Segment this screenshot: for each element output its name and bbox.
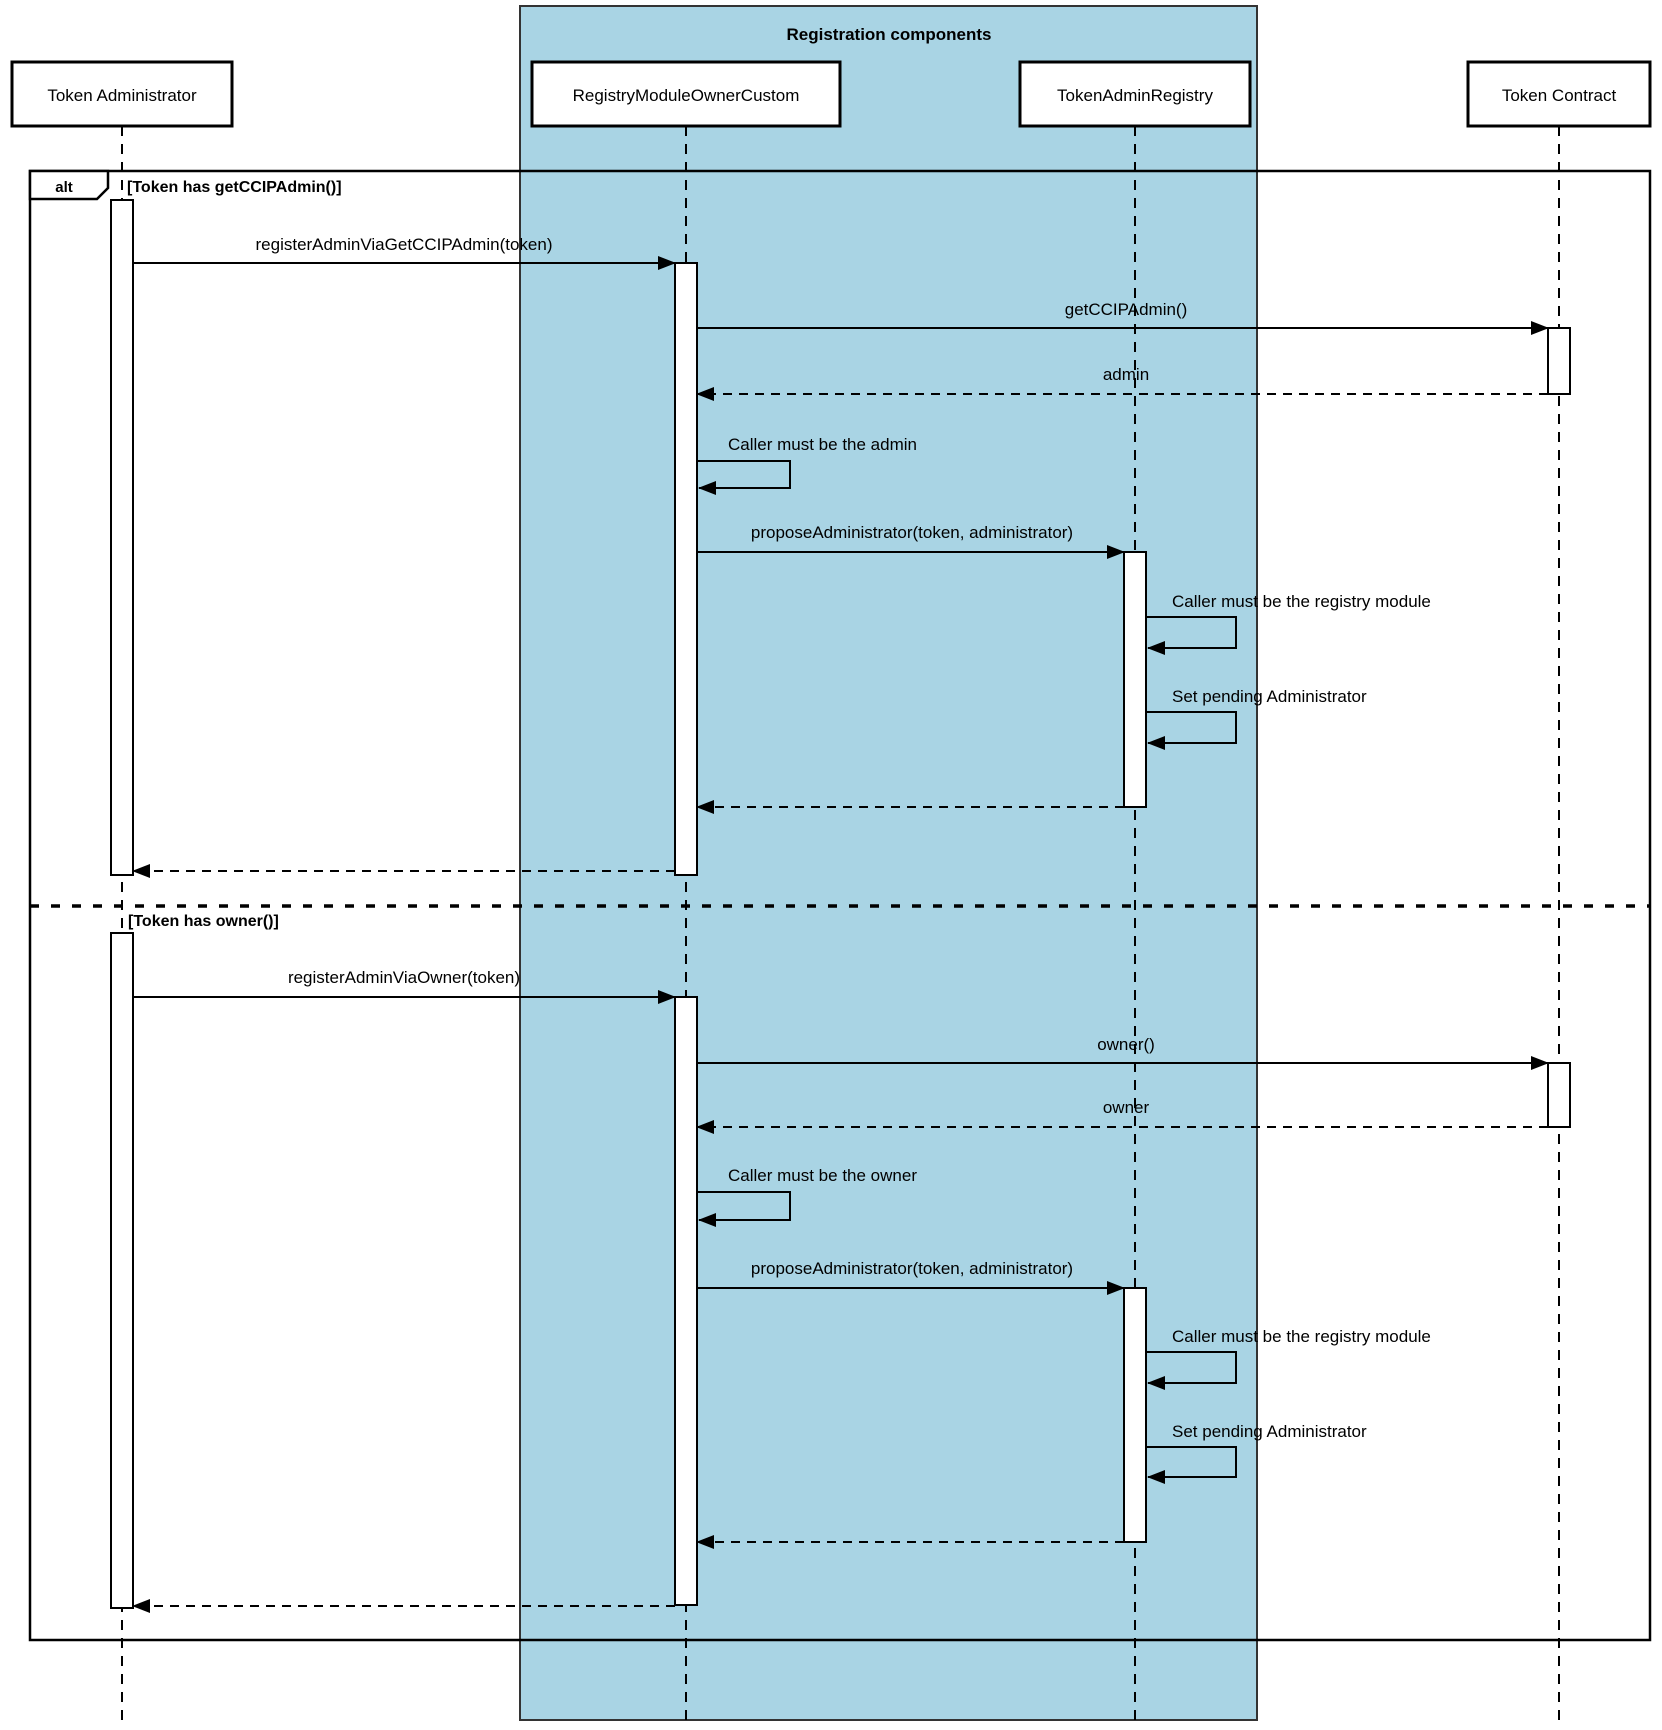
message-propose-administrator-1: proposeAdministrator(token, administrato… [697,523,1125,559]
message-label: owner() [1097,1035,1155,1054]
participant-box [530,60,842,128]
participant-box [10,60,234,128]
message-label: registerAdminViaGetCCIPAdmin(token) [256,235,553,254]
participant-label: TokenAdminRegistry [1057,86,1213,105]
activation-token-administrator-2 [110,932,134,1609]
self-message-set-pending-administrator-1: Set pending Administrator [1146,687,1367,750]
message-label: proposeAdministrator(token, administrato… [751,1259,1073,1278]
guard-token-has-owner: [Token has owner()] [128,913,279,930]
self-message-label: Caller must be the registry module [1172,1327,1431,1346]
alt-operator-label: alt [55,179,73,196]
activation-token-administrator-1 [110,199,134,876]
self-message-label: Caller must be the owner [728,1166,917,1185]
participant-label: Token Administrator [47,86,197,105]
message-register-admin-via-owner: registerAdminViaOwner(token) [133,968,676,1004]
self-message-caller-must-be-registry-module-1: Caller must be the registry module [1146,592,1431,655]
participant-label: RegistryModuleOwnerCustom [573,86,800,105]
participant-label: Token Contract [1502,86,1617,105]
highlight-title: Registration components [787,25,992,44]
message-label: admin [1103,365,1149,384]
message-owner-call: owner() [697,1035,1549,1070]
self-message-arrow [697,1191,791,1227]
activation-token-contract-2 [1547,1062,1571,1128]
guard-token-has-get-ccip-admin: [Token has getCCIPAdmin()] [127,179,342,196]
message-label: getCCIPAdmin() [1065,300,1188,319]
self-message-label: Set pending Administrator [1172,687,1367,706]
activation-registry-module-1 [674,262,698,876]
message-get-ccip-admin-call: getCCIPAdmin() [697,300,1549,335]
message-register-admin-via-get-ccip-admin: registerAdminViaGetCCIPAdmin(token) [133,235,676,270]
participant-token-administrator: Token Administrator [10,60,234,128]
self-message-arrow [1146,1446,1237,1484]
message-label: owner [1103,1098,1150,1117]
self-message-caller-must-be-registry-module-2: Caller must be the registry module [1146,1327,1431,1390]
activation-token-admin-registry-1 [1123,551,1147,808]
message-label: registerAdminViaOwner(token) [288,968,520,987]
participant-box [1018,60,1252,128]
self-message-caller-must-be-admin: Caller must be the admin [697,435,917,495]
message-propose-administrator-2: proposeAdministrator(token, administrato… [697,1259,1125,1295]
activation-token-admin-registry-2 [1123,1287,1147,1543]
self-message-caller-must-be-owner: Caller must be the owner [697,1166,917,1227]
self-message-arrow [1146,616,1237,655]
message-label: proposeAdministrator(token, administrato… [751,523,1073,542]
self-message-label: Caller must be the admin [728,435,917,454]
activation-token-contract-1 [1547,327,1571,395]
participant-token-admin-registry: TokenAdminRegistry [1018,60,1252,128]
message-owner-return: owner [696,1098,1548,1134]
self-message-set-pending-administrator-2: Set pending Administrator [1146,1422,1367,1484]
participant-registry-module-owner-custom: RegistryModuleOwnerCustom [530,60,842,128]
activation-registry-module-2 [674,996,698,1606]
message-admin-return: admin [696,365,1548,401]
participant-token-contract: Token Contract [1466,60,1652,128]
self-message-arrow [1146,711,1237,750]
self-message-label: Caller must be the registry module [1172,592,1431,611]
self-message-arrow [697,460,791,495]
alt-operator-pentagon [28,169,110,201]
self-message-arrow [1146,1351,1237,1390]
participant-box [1466,60,1652,128]
alt-frame: alt [Token has getCCIPAdmin()] [Token ha… [28,169,1652,1642]
self-message-label: Set pending Administrator [1172,1422,1367,1441]
